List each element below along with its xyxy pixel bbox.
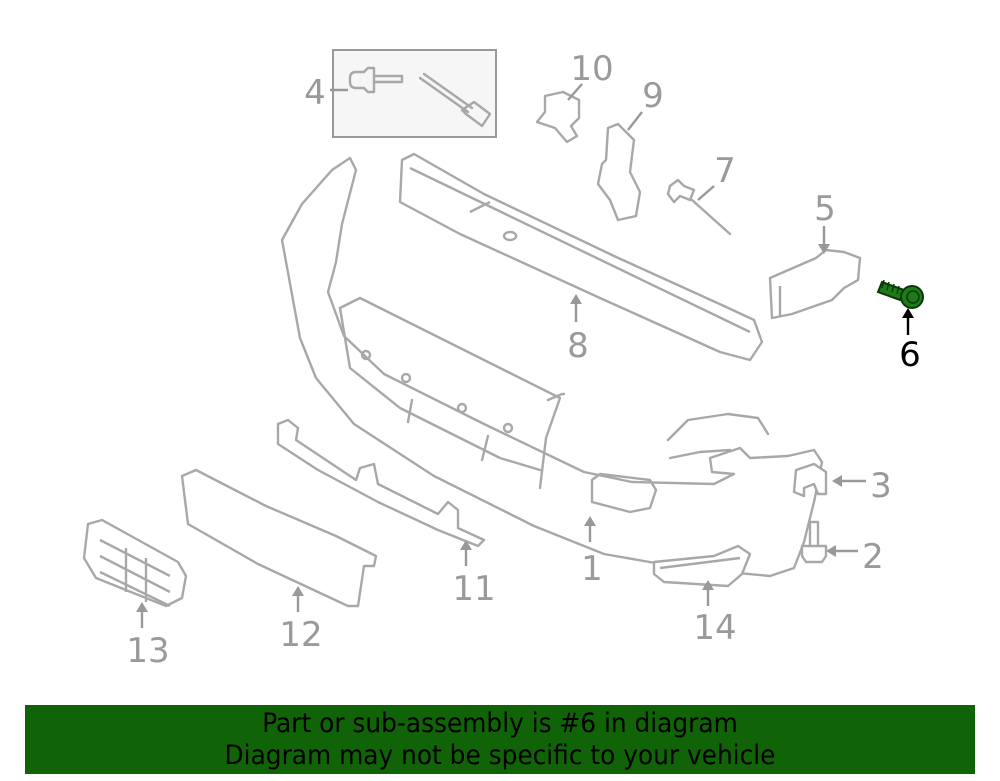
callout-10[interactable]: 10 [570, 49, 613, 89]
part-9-bracket[interactable] [596, 122, 642, 222]
part-2-bolt[interactable] [800, 520, 828, 564]
part-12-grille-molding[interactable] [180, 468, 378, 608]
part-10-bracket[interactable] [535, 90, 581, 144]
part-info-banner: Part or sub-assembly is #6 in diagram Di… [25, 705, 975, 774]
callout-6[interactable]: 6 [899, 335, 921, 375]
part-8-reinforcement[interactable] [398, 152, 764, 362]
banner-line-2: Diagram may not be specific to your vehi… [224, 740, 776, 771]
callout-3[interactable]: 3 [870, 466, 892, 506]
callout-12[interactable]: 12 [279, 615, 322, 655]
part-4-rivet-kit[interactable] [332, 49, 497, 138]
callout-2[interactable]: 2 [862, 537, 884, 577]
banner-line-1: Part or sub-assembly is #6 in diagram [262, 708, 738, 739]
part-13-grille-insert[interactable] [82, 518, 188, 608]
callout-11[interactable]: 11 [452, 569, 495, 609]
part-7-rivet[interactable] [666, 178, 732, 236]
part-14-reflector[interactable] [652, 544, 752, 588]
parts-diagram: 1 2 3 4 5 6 7 8 9 10 11 12 13 14 [82, 49, 924, 671]
callout-4[interactable]: 4 [304, 73, 326, 113]
part-11-absorber[interactable] [276, 418, 486, 548]
callout-5[interactable]: 5 [814, 189, 836, 229]
callout-8[interactable]: 8 [567, 326, 589, 366]
callout-14[interactable]: 14 [693, 608, 736, 648]
callout-9[interactable]: 9 [642, 76, 664, 116]
part-6-bolt[interactable] [876, 279, 924, 309]
callout-7[interactable]: 7 [714, 151, 736, 191]
callout-arrows [136, 83, 914, 628]
part-5-bracket[interactable] [768, 248, 862, 320]
part-1-bumper-cover[interactable] [280, 156, 824, 578]
callout-1[interactable]: 1 [581, 549, 603, 589]
callout-13[interactable]: 13 [126, 631, 169, 671]
part-3-clip[interactable] [792, 462, 828, 498]
